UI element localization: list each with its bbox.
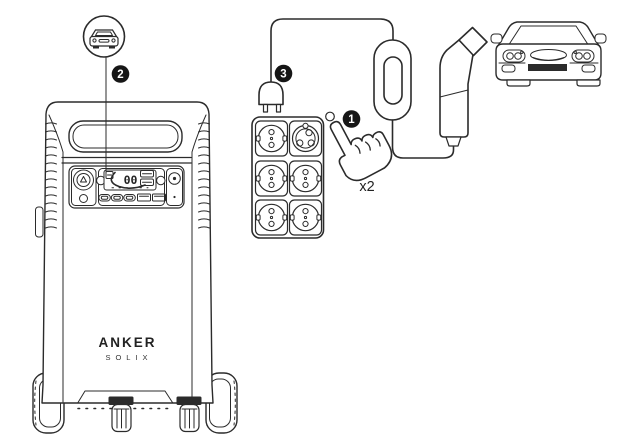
ac-plug-icon	[258, 81, 284, 113]
right-round-button	[156, 175, 166, 186]
press-count-label: x2	[359, 179, 374, 195]
ev-output-socket	[288, 120, 323, 157]
panel-left-section	[71, 168, 97, 206]
ev-connector-icon	[439, 26, 488, 147]
car-headlight-right	[571, 49, 595, 63]
brand-logo: ANKER	[98, 335, 156, 350]
display-value: 00	[124, 173, 138, 187]
lcd-display: 00	[103, 169, 157, 191]
dc-port-2	[110, 194, 124, 202]
step-badge-3: 3	[274, 64, 293, 83]
display-output-block	[140, 178, 154, 186]
step-3-number: 3	[280, 69, 286, 81]
caster-wheel-right	[176, 396, 202, 433]
display-input-block	[140, 170, 154, 178]
cable-coil	[373, 39, 412, 121]
face-edge-left	[48, 114, 64, 403]
control-panel: 00	[68, 165, 185, 209]
car-foglight-right	[581, 64, 596, 73]
car-mirror-left	[490, 33, 503, 44]
usb-port-2	[152, 193, 166, 202]
connector-strain-relief	[445, 136, 462, 147]
side-grip-right	[198, 122, 210, 229]
dc-port-1	[98, 194, 111, 202]
base-recess	[77, 390, 173, 403]
car-license-plate	[528, 64, 567, 71]
step-badge-1: 1	[342, 110, 361, 128]
series-logo: SOLIX	[105, 353, 152, 362]
connector-body	[439, 39, 474, 138]
power-button	[168, 172, 181, 185]
panel-center-section: 00	[96, 168, 166, 206]
car-illustration	[490, 21, 607, 87]
charging-cable-assembly	[258, 18, 455, 159]
dc-port-3	[123, 194, 136, 202]
indicator-dot	[173, 195, 176, 199]
car-windshield	[508, 25, 589, 45]
step-1-number: 1	[348, 114, 355, 126]
tap-point	[325, 111, 335, 122]
car-grille	[530, 49, 567, 61]
station-body	[41, 101, 214, 404]
power-station: 00	[32, 101, 238, 434]
car-front-icon	[89, 29, 119, 49]
car-mirror-right	[594, 33, 607, 44]
side-latch	[35, 206, 44, 238]
usb-port-1	[137, 193, 151, 202]
ac-outlet-panel	[251, 116, 325, 239]
light-button-icon	[80, 176, 87, 183]
step-badge-2: 2	[111, 65, 130, 83]
cable-upper-run	[270, 18, 394, 83]
connector-cap	[458, 26, 488, 57]
step-2-number: 2	[117, 69, 123, 81]
display-swoosh	[110, 171, 146, 189]
connector-seam	[439, 89, 469, 98]
car-roof	[497, 21, 600, 47]
side-grip-left	[45, 122, 57, 229]
cable-lower-run	[391, 119, 455, 159]
pointing-hand-icon	[329, 120, 393, 182]
ac-button	[79, 194, 88, 203]
press-annotation: 1 x2	[325, 110, 393, 195]
caster-wheel-left	[108, 396, 134, 433]
vent-slots	[61, 156, 192, 164]
carry-handle	[68, 120, 183, 153]
face-edge-right	[191, 114, 207, 403]
car-foglight-left	[501, 64, 516, 73]
car-headlight-left	[502, 49, 526, 63]
car-wheel-right	[576, 79, 601, 87]
car-mode-callout: 2	[82, 15, 130, 174]
panel-right-section	[166, 168, 183, 206]
car-wheel-left	[506, 79, 531, 87]
ports-row	[98, 193, 166, 202]
